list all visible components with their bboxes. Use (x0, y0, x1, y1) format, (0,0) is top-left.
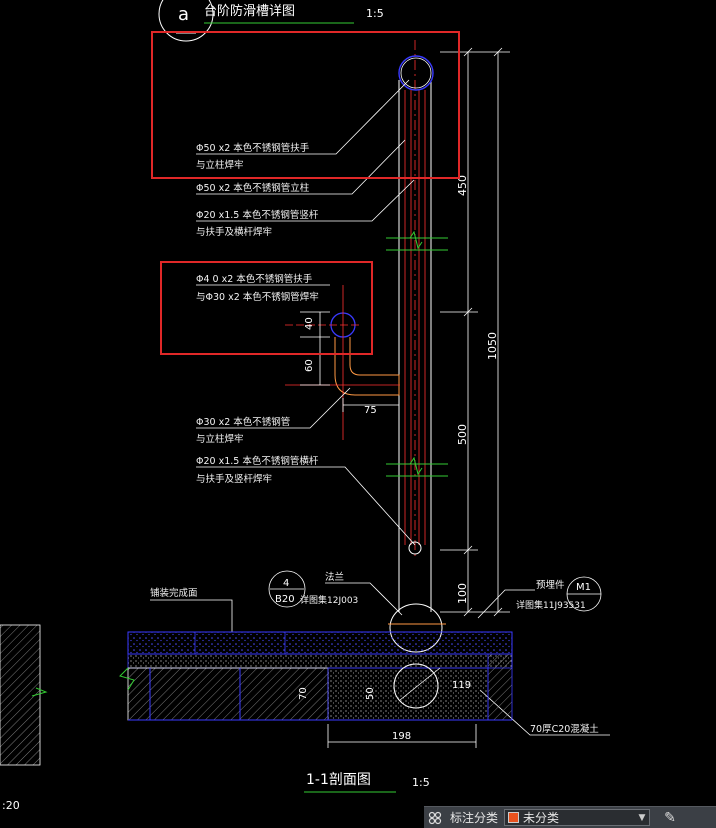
note-handrail-1: Φ50 x2 本色不锈钢管扶手 (196, 142, 310, 154)
note-post: Φ50 x2 本色不锈钢管立柱 (196, 182, 310, 194)
title-circle (158, 0, 214, 42)
flange-ref-code: B20 (275, 594, 295, 605)
break-symbol-lower (386, 456, 448, 477)
flange-label: 法兰 (325, 571, 344, 583)
layers-icon[interactable] (424, 807, 446, 828)
section-title: 1-1剖面图 (306, 772, 371, 788)
dimension-chain-right (440, 47, 510, 617)
dim-50: 50 (365, 687, 376, 700)
chevron-down-icon[interactable]: ▼ (638, 812, 646, 823)
left-scale-fragment: :20 (2, 799, 20, 812)
note-pipe-30: Φ30 x2 本色不锈钢管 (196, 416, 290, 428)
note-concrete: 70厚C20混凝土 (530, 723, 599, 735)
note-rail-1: Φ20 x1.5 本色不锈钢管竖杆 (196, 209, 319, 221)
anchor-circle (393, 663, 439, 709)
break-symbol-upper (386, 230, 448, 251)
dim-40: 40 (304, 317, 315, 330)
leader-lines (150, 79, 610, 736)
highlight-box-middle (160, 261, 373, 355)
note-handrail-2: Φ4 0 x2 本色不锈钢管扶手 (196, 273, 313, 285)
ground-section (119, 631, 513, 721)
category-color-swatch (508, 812, 520, 823)
left-partial-element (0, 624, 48, 766)
note-pipe-30b: 与立柱焊牢 (196, 433, 244, 445)
embed-label: 预埋件 (536, 579, 565, 591)
note-paving: 铺装完成面 (150, 587, 198, 599)
dim-198: 198 (392, 731, 411, 742)
edit-icon[interactable]: ✎ (664, 809, 676, 826)
title-circle-letter: a (178, 4, 189, 25)
embed-ref: M1 (576, 582, 591, 593)
section-scale: 1:5 (412, 776, 430, 789)
dim-450: 450 (456, 175, 469, 196)
note-handrail-2b: 与Φ30 x2 本色不锈钢管焊牢 (196, 291, 319, 303)
note-handrail-1b: 与立柱焊牢 (196, 159, 244, 171)
bracket-pipe (334, 337, 400, 396)
embed-atlas: 详图集11J93531 (516, 599, 586, 611)
dimension-bracket (300, 311, 400, 412)
annotation-category-select[interactable]: 未分类 ▼ (504, 809, 651, 826)
dim-500: 500 (456, 424, 469, 445)
highlight-box-top (151, 31, 460, 179)
dim-70: 70 (298, 687, 309, 700)
dim-60: 60 (304, 359, 315, 372)
note-rail-1b: 与扶手及横杆焊牢 (196, 226, 272, 238)
bottom-rail-circle (408, 541, 422, 555)
annotation-category-value: 未分类 (523, 811, 560, 825)
flange-ref-num: 4 (283, 578, 289, 589)
flange-reference: 4 B20 详图集12J003 法兰 (268, 570, 358, 608)
detail-title: 台阶防滑槽详图 (204, 3, 295, 19)
dim-119: 119 (452, 680, 471, 691)
handrail-top-inner (400, 57, 432, 89)
detail-title-group: a 台阶防滑槽详图 1:5 (158, 0, 384, 42)
anchor-line (399, 667, 441, 701)
embed-reference: M1 预埋件 详图集11J93531 (516, 576, 602, 612)
detail-title-scale: 1:5 (366, 7, 384, 20)
annotation-toolbar: 标注分类 未分类 ▼ ✎ (424, 806, 716, 828)
railing-post (398, 40, 432, 612)
flange-ref-atlas: 详图集12J003 (300, 594, 358, 606)
layers-icon-glyph (428, 811, 442, 824)
note-rail-2: Φ20 x1.5 本色不锈钢管横杆 (196, 455, 319, 467)
dim-100: 100 (456, 583, 469, 604)
annotation-category-label: 标注分类 (450, 811, 499, 825)
dim-75: 75 (364, 405, 377, 416)
dim-1050: 1050 (486, 332, 499, 360)
note-rail-2b: 与扶手及竖杆焊牢 (196, 473, 272, 485)
handrail-top-circle (398, 55, 434, 91)
